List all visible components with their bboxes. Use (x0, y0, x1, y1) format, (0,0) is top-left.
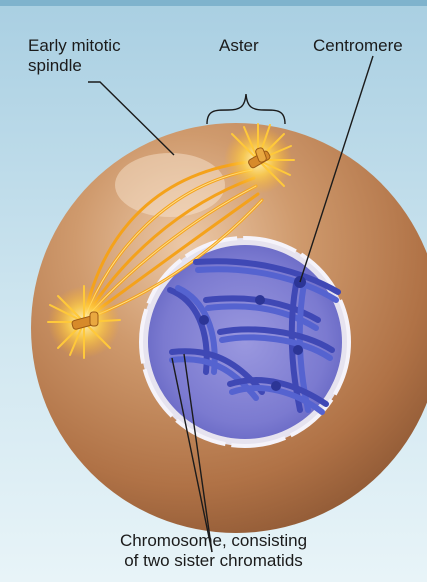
aster-label: Aster (219, 36, 259, 56)
top-border (0, 0, 427, 6)
cell-highlight (115, 153, 225, 217)
centromere-label: Centromere (313, 36, 403, 56)
lower-aster (48, 286, 120, 358)
chromosome-label: Chromosome, consisting of two sister chr… (0, 531, 427, 571)
centromere (271, 381, 281, 391)
centromere (293, 345, 303, 355)
centromere (199, 315, 209, 325)
early-mitotic-spindle-label: Early mitotic spindle (28, 36, 121, 76)
centromere (255, 295, 265, 305)
